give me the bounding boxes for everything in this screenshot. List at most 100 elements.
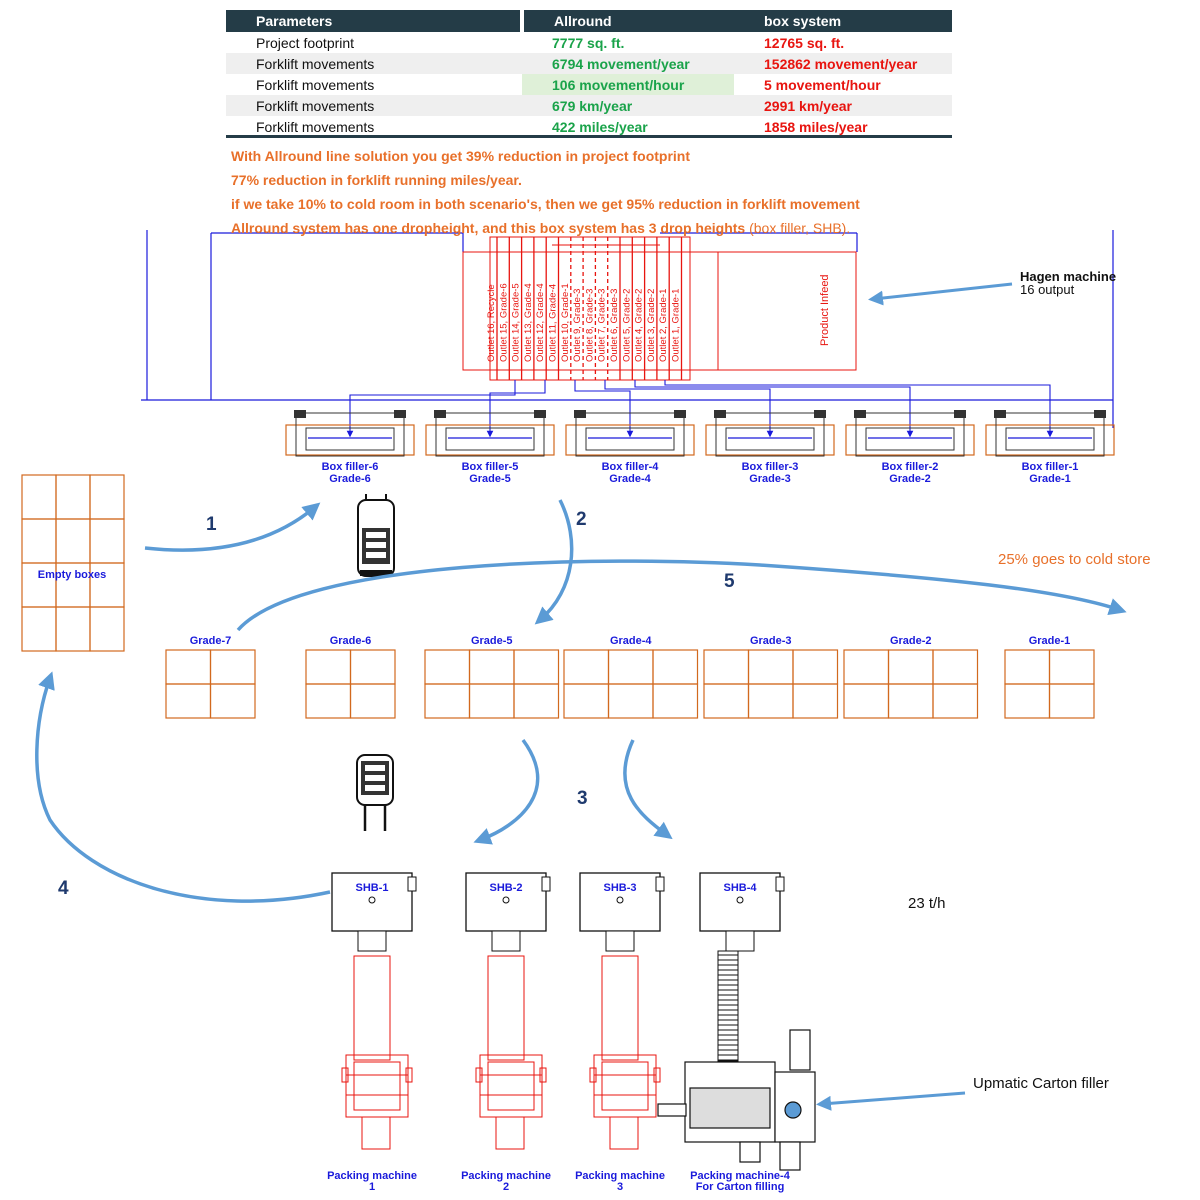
grade-box xyxy=(424,649,471,685)
grade-box xyxy=(1048,683,1095,719)
grade-box xyxy=(513,683,560,719)
shb-label: SHB-1 xyxy=(355,882,388,894)
box-filler-frame xyxy=(575,412,685,457)
box-filler-wheel xyxy=(994,410,1006,418)
feed-line xyxy=(664,380,1054,438)
box-filler-grade: Grade-4 xyxy=(609,473,651,485)
cold-store-label: 25% goes to cold store xyxy=(998,551,1151,568)
grade-box-group: Grade-1 xyxy=(1004,635,1095,719)
grade-box xyxy=(887,683,934,719)
box-filler-name: Box filler-3 xyxy=(742,461,799,473)
allround-cell: 6794 movement/year xyxy=(522,53,734,74)
empty-boxes-label: Empty boxes xyxy=(38,569,106,581)
hagen-title: Hagen machine xyxy=(1020,269,1116,284)
box-filler-name: Box filler-6 xyxy=(322,461,379,473)
empty-boxes-stack xyxy=(21,474,125,652)
box-filler-frame xyxy=(715,412,825,457)
grade-box xyxy=(468,649,515,685)
box-filler-name: Box filler-4 xyxy=(602,461,660,473)
shb-side-box xyxy=(775,876,785,892)
grade-label: Grade-2 xyxy=(890,635,932,647)
feed-line xyxy=(346,380,516,438)
outlet-label: Outlet 10, Grade-1 xyxy=(560,283,571,362)
grade-box xyxy=(843,649,890,685)
param-cell: Forklift movements xyxy=(226,53,522,74)
flow-arrow-2 xyxy=(534,499,574,625)
box-filler-belt xyxy=(865,427,955,451)
grade-box xyxy=(468,683,515,719)
packing-machine-label: Packing machine xyxy=(327,1170,417,1182)
grade-box xyxy=(887,649,934,685)
box-filler-name: Box filler-1 xyxy=(1022,461,1079,473)
grade-box-group: Grade-5 xyxy=(424,635,560,719)
step-3-label: 3 xyxy=(577,788,588,809)
shb-label: SHB-4 xyxy=(723,882,757,894)
comparison-table: Parameters Allround box system Project f… xyxy=(226,10,952,137)
box-filler-frame xyxy=(435,412,545,457)
empty-box xyxy=(55,518,91,564)
empty-box xyxy=(55,606,91,652)
outlet-label: Outlet 11, Grade-4 xyxy=(548,284,559,362)
grade-box-group: Grade-3 xyxy=(703,635,839,719)
product-infeed-label: Product Infeed xyxy=(819,274,831,346)
empty-box xyxy=(55,474,91,520)
table-bottom-rule xyxy=(226,135,952,138)
carton-filler-label: Upmatic Carton filler xyxy=(973,1075,1109,1092)
box-filler-outline xyxy=(845,424,975,456)
note-line-4-suffix: (box filler, SHB). xyxy=(745,220,851,236)
box-filler-wheel xyxy=(674,410,686,418)
box-filler-belt xyxy=(585,427,675,451)
header-parameters: Parameters xyxy=(226,10,522,32)
box-filler-grade: Grade-2 xyxy=(889,473,931,485)
flow-arrow-3b xyxy=(623,739,673,840)
empty-box xyxy=(89,474,125,520)
box-filler-outline xyxy=(425,424,555,456)
grade-label: Grade-3 xyxy=(750,635,792,647)
box-filler-belt xyxy=(445,427,535,451)
grade-box xyxy=(349,683,396,719)
outlet-label: Outlet 6, Grade-3 xyxy=(609,289,620,362)
outlet-label: Outlet 9, Grade-3 xyxy=(572,289,583,362)
shb-side-box xyxy=(407,876,417,892)
shb-neck xyxy=(605,930,635,952)
grade-box xyxy=(305,683,352,719)
box-filler-belt xyxy=(305,427,395,451)
hagen-subtitle: 16 output xyxy=(1020,282,1075,297)
hagen-arrow xyxy=(868,282,1013,306)
packing-machine-label: Packing machine-4 xyxy=(690,1170,791,1182)
grade-box-group: Grade-2 xyxy=(843,635,979,719)
header-box-system: box system xyxy=(734,10,952,32)
grade-box-group: Grade-6 xyxy=(305,635,396,719)
box-filler-grade: Grade-5 xyxy=(469,473,511,485)
outlet-label: Outlet 2, Grade-1 xyxy=(658,289,669,362)
grade-label: Grade-5 xyxy=(471,635,513,647)
shb-neck xyxy=(357,930,387,952)
notes-block: With Allround line solution you get 39% … xyxy=(231,144,1131,240)
forklift-bottom-icon xyxy=(356,754,394,831)
param-cell: Forklift movements xyxy=(256,118,375,135)
packing-machine-number: 3 xyxy=(617,1181,623,1193)
allround-cell: 679 km/year xyxy=(522,95,734,116)
box-filler-belt xyxy=(1005,427,1095,451)
box-filler-wheel xyxy=(574,410,586,418)
step-2-label: 2 xyxy=(576,509,587,530)
throughput-label: 23 t/h xyxy=(908,895,946,912)
note-line-2: 77% reduction in forklift running miles/… xyxy=(231,172,522,188)
empty-box xyxy=(89,606,125,652)
grade-box xyxy=(607,649,654,685)
shb-side-box xyxy=(541,876,551,892)
grade-box xyxy=(563,649,610,685)
grade-box xyxy=(209,683,256,719)
param-cell: Forklift movements xyxy=(256,76,375,93)
outlet-label: Outlet 14, Grade-5 xyxy=(511,283,522,362)
box-filler-wheel xyxy=(714,410,726,418)
grade-box xyxy=(932,683,979,719)
box-cell: 2991 km/year xyxy=(734,95,952,116)
shb-neck xyxy=(725,930,755,952)
box-filler-wheel xyxy=(954,410,966,418)
